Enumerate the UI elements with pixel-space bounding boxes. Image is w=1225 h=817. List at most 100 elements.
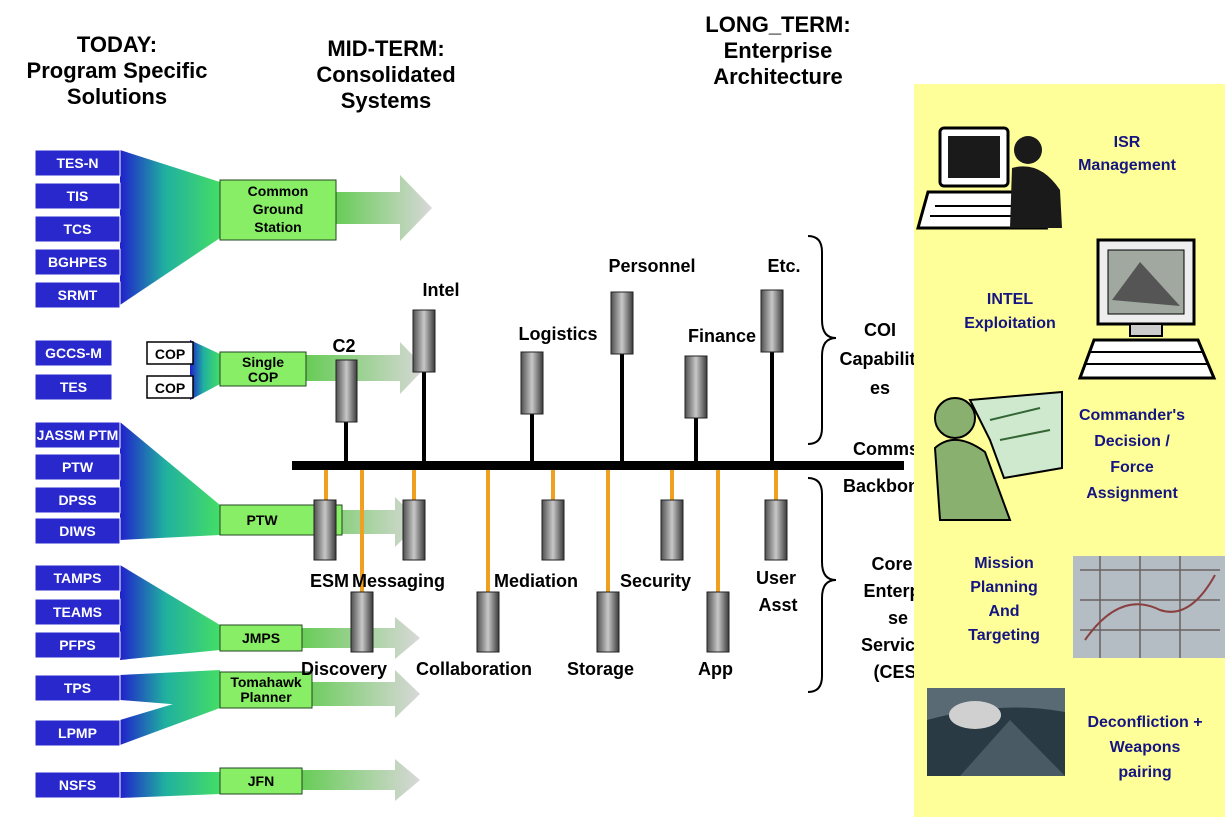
isr-clipart	[916, 126, 1062, 230]
comms-label: Comms	[853, 439, 919, 459]
cap-commander-line1: Commander's	[1079, 407, 1185, 424]
program-label: TES-N	[57, 155, 99, 171]
server-collaboration-icon	[476, 591, 500, 653]
program-label: TIS	[67, 188, 89, 204]
mission-planning-map	[1073, 556, 1225, 658]
program-box-bg	[34, 453, 121, 481]
coi-label-line2: Capabiliti	[839, 349, 920, 369]
cap-deconfliction-line3: pairing	[1118, 764, 1171, 781]
funnel-cop	[190, 340, 220, 400]
program-box-bg	[34, 215, 121, 243]
service-user-asst-line2: Asst	[758, 595, 797, 615]
program-label: DIWS	[59, 523, 96, 539]
arrow-tomahawk	[300, 670, 420, 718]
header-today: TODAY: Program Specific Solutions	[27, 32, 208, 109]
server-personnel: Personnel	[608, 256, 696, 463]
program-box-bg	[34, 339, 113, 367]
cap-intel-line1: INTEL	[987, 291, 1033, 308]
arrow-jfn	[300, 759, 420, 801]
program-box-bg	[34, 421, 121, 449]
funnel-cgs	[120, 150, 220, 305]
service-app: App	[698, 659, 733, 679]
header-today-line2: Program Specific	[27, 58, 208, 83]
cap-isr-line2: Management	[1078, 157, 1176, 174]
mid-cgs-line1: Common	[248, 183, 309, 199]
program-list: TES-N TIS TCS BGHPES SRMT GCCS-M TES JASSM PTM P…	[34, 149, 121, 799]
ces-labels: ESM Messaging Mediation Security User As…	[301, 568, 798, 679]
service-user-asst-line1: User	[756, 568, 796, 588]
header-long-term: LONG_TERM: Enterprise Architecture	[705, 12, 850, 89]
program-box: JASSM PTM	[34, 421, 121, 449]
server-c2: C2	[332, 336, 358, 463]
deconfliction-photo	[927, 688, 1065, 776]
capability-labels: ISR Management INTEL Exploitation Comman…	[964, 134, 1202, 781]
ces-label-line1: Core	[871, 554, 912, 574]
cap-mission-line4: Targeting	[968, 627, 1040, 644]
mid-scop-line1: Single	[242, 354, 284, 370]
mid-term-systems: Common Ground Station Single COP PTW JMP…	[219, 179, 343, 795]
server-intel-icon	[412, 309, 436, 373]
server-mediation-icon	[541, 499, 565, 561]
cap-mission-line2: Planning	[970, 579, 1038, 596]
cap-deconfliction-line2: Weapons	[1110, 739, 1181, 756]
service-storage: Storage	[567, 659, 634, 679]
ces-brace	[807, 477, 837, 693]
server-user-asst-icon	[764, 499, 788, 561]
program-box-bg	[34, 564, 121, 592]
program-label: GCCS-M	[45, 345, 102, 361]
program-box-bg	[34, 149, 121, 177]
service-discovery: Discovery	[301, 659, 387, 679]
cap-commander-line4: Assignment	[1086, 485, 1178, 502]
program-box-bg	[34, 719, 121, 747]
header-long-line1: LONG_TERM:	[705, 12, 850, 37]
program-box: PFPS	[34, 631, 121, 659]
cap-commander-line2: Decision /	[1094, 433, 1170, 450]
ces-servers	[313, 470, 788, 653]
program-label: PTW	[62, 459, 94, 475]
server-storage-icon	[596, 591, 620, 653]
server-logistics-icon	[520, 351, 544, 415]
program-box: BGHPES	[34, 248, 121, 276]
program-box: DPSS	[34, 486, 121, 514]
server-etc-icon	[760, 289, 784, 353]
mid-scop-line2: COP	[248, 369, 278, 385]
server-discovery-icon	[350, 591, 374, 653]
program-box: SRMT	[34, 281, 121, 309]
program-box: TCS	[34, 215, 121, 243]
header-mid-line2: Consolidated	[316, 62, 455, 87]
server-security-icon	[660, 499, 684, 561]
service-finance: Finance	[688, 326, 756, 346]
program-box-bg	[34, 598, 121, 626]
service-personnel: Personnel	[608, 256, 695, 276]
program-box-bg	[34, 182, 121, 210]
program-label: TCS	[64, 221, 92, 237]
program-box: TEAMS	[34, 598, 121, 626]
funnel-tomahawk-b	[120, 690, 220, 745]
cop-label-2: COP	[155, 380, 185, 396]
mid-box-single-cop: Single COP	[219, 351, 307, 387]
program-label: LPMP	[58, 725, 97, 741]
comms-backbone-bus	[292, 461, 904, 470]
program-label: NSFS	[59, 777, 96, 793]
mid-tomahawk-line1: Tomahawk	[230, 674, 302, 690]
ces-label-line3: se	[888, 608, 908, 628]
header-long-line2: Enterprise	[724, 38, 833, 63]
cap-isr-line1: ISR	[1114, 134, 1141, 151]
service-messaging: Messaging	[352, 571, 445, 591]
program-box-bg	[34, 486, 121, 514]
program-box: TIS	[34, 182, 121, 210]
header-today-line1: TODAY:	[77, 32, 157, 57]
mid-box-common-ground-station: Common Ground Station	[219, 179, 337, 241]
program-box: GCCS-M	[34, 339, 113, 367]
header-today-line3: Solutions	[67, 84, 167, 109]
cap-deconfliction-line1: Deconfliction +	[1087, 714, 1202, 731]
program-box: TES	[34, 373, 113, 401]
service-esm: ESM	[310, 571, 349, 591]
coi-label-line1: COI	[864, 320, 896, 340]
coi-servers: C2 Intel Logistics Personnel Finance Etc…	[332, 256, 801, 463]
mid-cgs-line2: Ground	[253, 201, 304, 217]
mid-jmps-label: JMPS	[242, 630, 280, 646]
header-mid-line3: Systems	[341, 88, 432, 113]
funnel-jmps	[120, 565, 220, 660]
intel-clipart	[1077, 238, 1217, 380]
